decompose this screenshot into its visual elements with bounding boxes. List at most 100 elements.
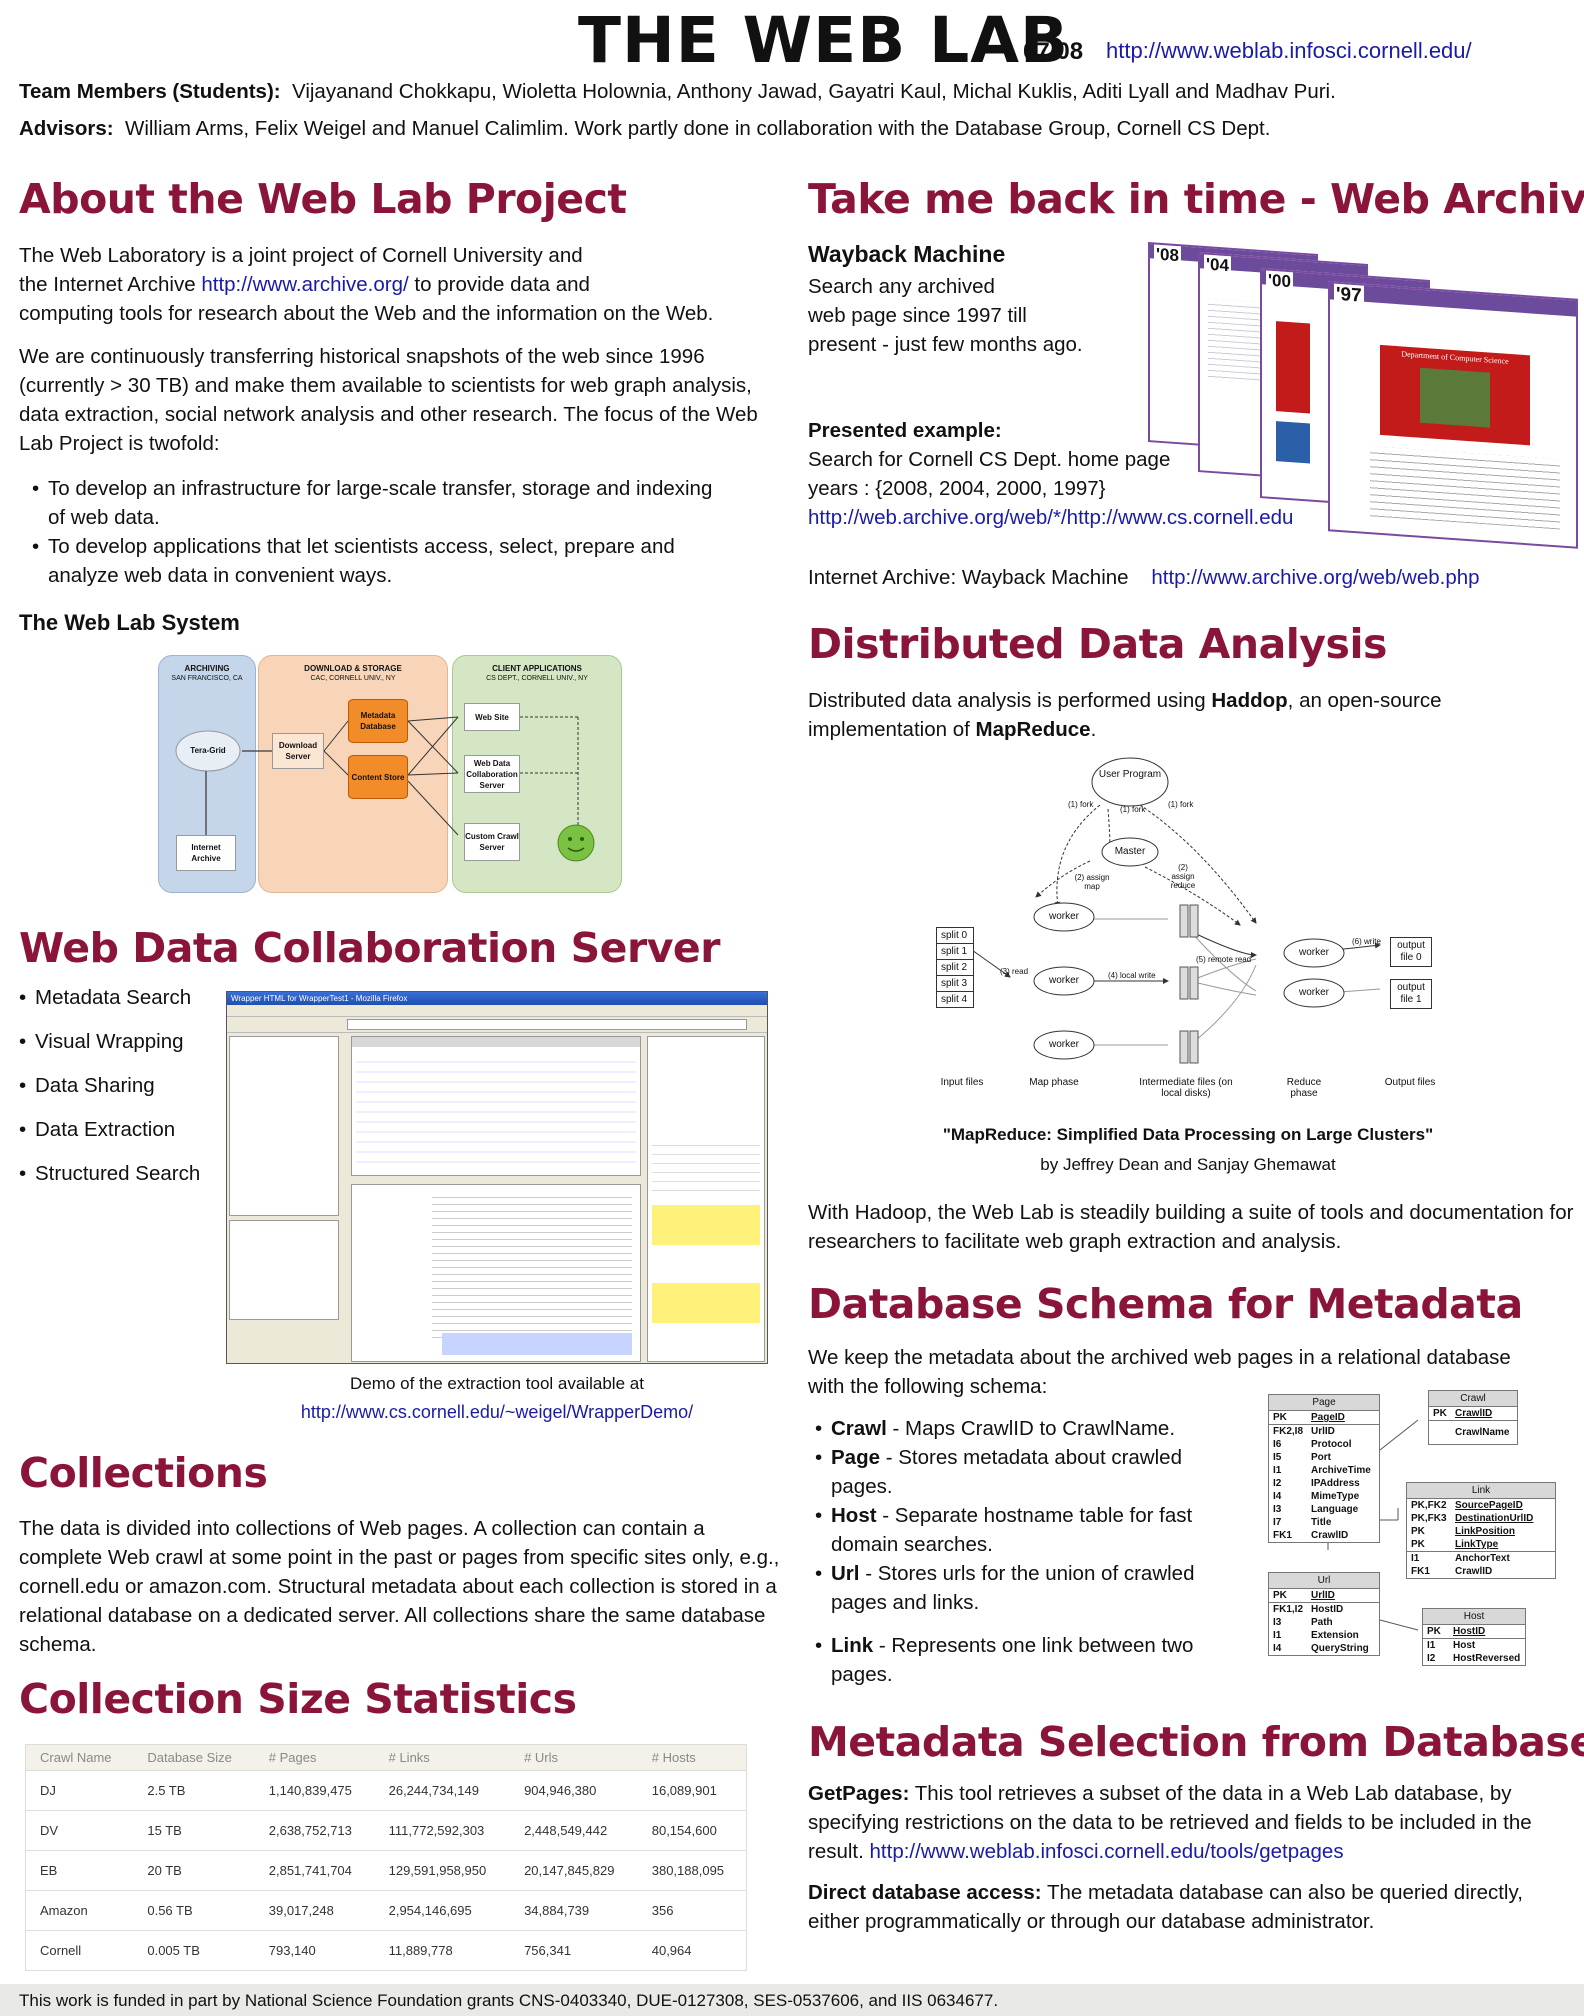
- step-label: (3) read: [1000, 967, 1029, 976]
- column-header: Database Size: [133, 1744, 255, 1771]
- schema-desc: - Represents one link between two pages.: [831, 1634, 1194, 1686]
- download-server-box: Download Server: [272, 733, 324, 769]
- collection-stats-table: Crawl Name Database Size # Pages # Links…: [25, 1744, 747, 1971]
- list-item: Data Sharing: [19, 1074, 200, 1118]
- weblab-url-link[interactable]: http://www.weblab.infosci.cornell.edu/: [1106, 38, 1472, 63]
- getpages-link[interactable]: http://www.weblab.infosci.cornell.edu/to…: [869, 1840, 1344, 1863]
- list-item: Data Extraction: [19, 1118, 200, 1162]
- table-cell: 34,884,739: [510, 1890, 638, 1931]
- nav-toolbar: [227, 1017, 767, 1033]
- about-heading: About the Web Lab Project: [19, 175, 627, 223]
- wrapper-tree-panel: [229, 1036, 339, 1216]
- phase-label: Input files: [940, 1077, 984, 1088]
- schema-desc: - Stores urls for the union of crawled p…: [831, 1562, 1195, 1614]
- table-cell: DV: [25, 1810, 134, 1851]
- worker-node: [1283, 978, 1345, 1008]
- schema-table-name: Host: [831, 1504, 877, 1527]
- schema-desc: - Maps CrawlID to CrawlName.: [892, 1417, 1176, 1440]
- table-row: DV 15 TB 2,638,752,713 111,772,592,303 2…: [25, 1810, 747, 1851]
- panel-title: ARCHIVING: [184, 664, 230, 673]
- team-line: Team Members (Students): Vijayanand Chok…: [19, 80, 1336, 104]
- wayback-example-link[interactable]: http://web.archive.org/web/*/http://www.…: [808, 506, 1294, 529]
- wayback-screenshots: '08 '04 '00 '97 Department of Computer S…: [1148, 242, 1584, 549]
- user-program-label: User Program: [1098, 769, 1162, 780]
- getpages-text: This tool retrieves a subset of the data…: [808, 1782, 1532, 1863]
- page-preview-panel: [351, 1184, 641, 1362]
- schema-table-name: Link: [831, 1634, 874, 1657]
- list-item: To develop applications that let scienti…: [32, 532, 732, 590]
- about-paragraph-1: The Web Laboratory is a joint project of…: [19, 241, 779, 328]
- wrapper-demo-screenshot: Wrapper HTML for WrapperTest1 - Mozilla …: [226, 991, 768, 1364]
- table-cell: 16,089,901: [637, 1770, 747, 1811]
- list-item: Crawl - Maps CrawlID to CrawlName.: [815, 1414, 1235, 1443]
- table-cell: 380,188,095: [637, 1850, 747, 1891]
- menu-bar: [227, 1005, 767, 1017]
- panel-subtitle: CAC, CORNELL UNIV., NY: [310, 675, 396, 682]
- address-bar[interactable]: [347, 1019, 747, 1030]
- table-cell: 11,889,778: [374, 1930, 511, 1971]
- collab-features: Metadata Search Visual Wrapping Data Sha…: [19, 986, 200, 1206]
- wayback-line: web page since 1997 till: [808, 304, 1027, 327]
- teragrid-cloud-icon: [175, 730, 241, 772]
- column-header: Crawl Name: [25, 1744, 134, 1771]
- column-header: # Hosts: [637, 1744, 747, 1771]
- paper-title: "MapReduce: Simplified Data Processing o…: [942, 1125, 1434, 1144]
- dda-heading: Distributed Data Analysis: [808, 620, 1387, 668]
- poster-date: 07/08: [1023, 38, 1084, 65]
- output-file-box: output file 0: [1390, 937, 1432, 967]
- table-cell: DJ: [25, 1770, 134, 1811]
- crawl-server-box: Custom Crawl Server: [464, 823, 520, 861]
- column-header: # Urls: [510, 1744, 638, 1771]
- schema-heading: Database Schema for Metadata: [808, 1280, 1523, 1328]
- about-bullets: To develop an infrastructure for large-s…: [32, 474, 732, 590]
- wayback-machine-link[interactable]: http://www.archive.org/web/web.php: [1151, 566, 1480, 589]
- wrapper-demo-link[interactable]: http://www.cs.cornell.edu/~weigel/Wrappe…: [300, 1402, 694, 1422]
- dda-text: implementation of: [808, 718, 970, 741]
- worker-node: [1033, 902, 1095, 932]
- master-label: Master: [1114, 846, 1146, 857]
- split-item: split 0: [937, 928, 973, 944]
- schema-desc: - Separate hostname table for fast domai…: [831, 1504, 1193, 1556]
- system-heading: The Web Lab System: [19, 610, 240, 635]
- getpages-paragraph: GetPages: This tool retrieves a subset o…: [808, 1779, 1578, 1866]
- worker-node: [1033, 966, 1095, 996]
- master-node: [1101, 837, 1159, 867]
- step-label: (4) local write: [1108, 971, 1156, 980]
- metadata-database-cylinder: Metadata Database: [348, 699, 408, 743]
- internet-archive-box: Internet Archive: [176, 835, 236, 871]
- step-label: (5) remote read: [1196, 955, 1252, 964]
- worker-label: worker: [1048, 911, 1079, 922]
- step-label: (1) fork: [1120, 805, 1146, 814]
- selection-heading: Metadata Selection from Database: [808, 1718, 1584, 1766]
- about-text: The Web Laboratory is a joint project of…: [19, 244, 583, 267]
- schema-intro: We keep the metadata about the archived …: [808, 1346, 1511, 1398]
- dda-text: .: [1090, 718, 1097, 741]
- getpages-label: GetPages:: [808, 1782, 910, 1805]
- list-item: Page - Stores metadata about crawled pag…: [815, 1443, 1235, 1501]
- funding-footer: This work is funded in part by National …: [0, 1984, 1584, 2016]
- split-item: split 2: [937, 960, 973, 976]
- schema-table-name: Page: [831, 1446, 880, 1469]
- table-cell: 80,154,600: [637, 1810, 747, 1851]
- archive-org-link[interactable]: http://www.archive.org/: [201, 273, 409, 296]
- panel-subtitle: SAN FRANCISCO, CA: [171, 675, 243, 682]
- example-line: Search for Cornell CS Dept. home page: [808, 448, 1171, 471]
- list-item: Visual Wrapping: [19, 1030, 200, 1074]
- dda-after: With Hadoop, the Web Lab is steadily bui…: [808, 1201, 1574, 1253]
- window-titlebar: Wrapper HTML for WrapperTest1 - Mozilla …: [227, 992, 767, 1005]
- table-cell: 904,946,380: [510, 1770, 638, 1811]
- worker-label: worker: [1298, 987, 1329, 998]
- about-text: to provide data and: [414, 273, 590, 296]
- about-text: computing tools for research about the W…: [19, 302, 714, 325]
- collection-table-panel: [351, 1036, 641, 1176]
- input-splits: split 0 split 1 split 2 split 3 split 4: [936, 927, 974, 1008]
- table-cell: 111,772,592,303: [374, 1810, 511, 1851]
- user-program-node: [1091, 757, 1169, 807]
- schema-items: Crawl - Maps CrawlID to CrawlName. Page …: [815, 1414, 1235, 1689]
- table-cell: 2.5 TB: [133, 1770, 255, 1811]
- column-header: # Links: [374, 1744, 511, 1771]
- table-cell: 129,591,958,950: [374, 1850, 511, 1891]
